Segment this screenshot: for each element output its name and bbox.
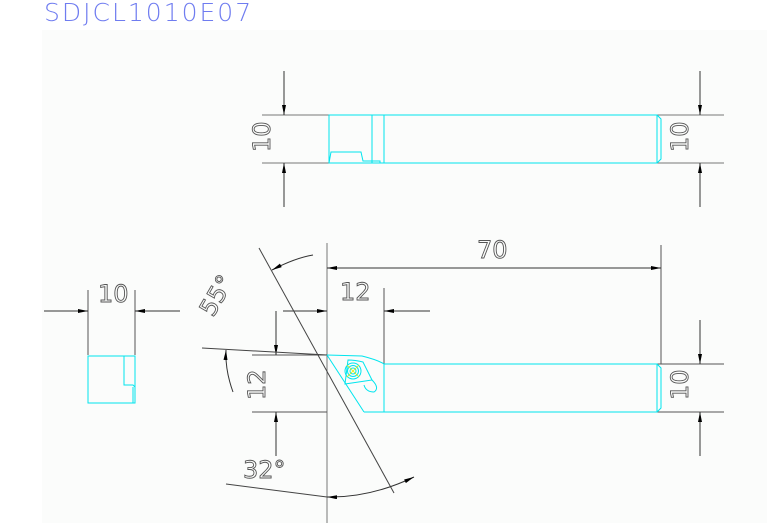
approach-angle-dim: 32°	[243, 456, 286, 484]
end-width-dim: 10	[98, 280, 129, 308]
side-view: 70 12 12 10 55° 32°	[193, 236, 724, 523]
insert-angle-dim: 55°	[194, 270, 240, 321]
head-length-dim: 12	[340, 278, 371, 306]
center-mark	[346, 364, 360, 378]
drawing-title: SDJCL1010E07	[44, 0, 254, 27]
drawing-sheet	[42, 30, 767, 523]
top-view: 10 10	[248, 71, 724, 207]
shank-height-dim: 10	[666, 369, 694, 400]
top-right-height-dim: 10	[666, 121, 694, 152]
overall-length-dim: 70	[477, 236, 508, 264]
end-view: 10	[44, 280, 180, 404]
top-left-height-dim: 10	[248, 121, 276, 152]
head-offset-dim: 12	[243, 369, 271, 400]
